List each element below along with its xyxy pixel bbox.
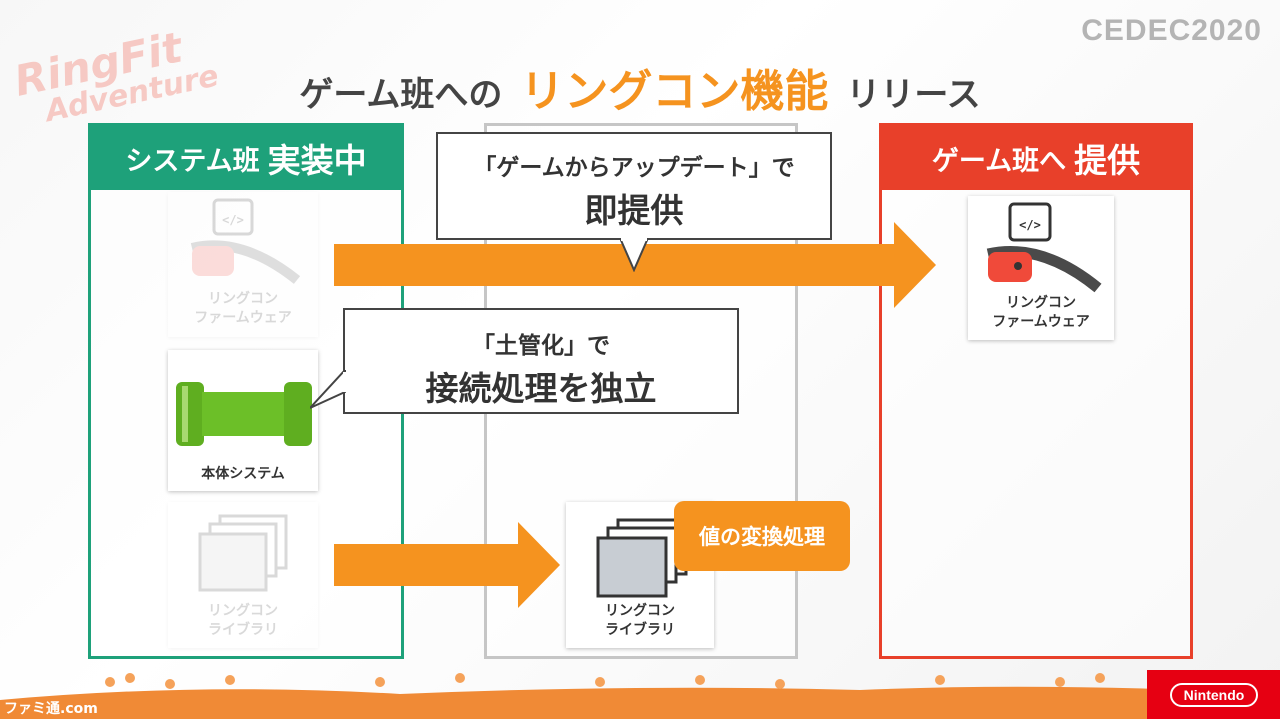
pipe-bubble-big: 接続処理を独立 bbox=[425, 369, 657, 408]
game-team-header: ゲーム班へ 提供 bbox=[882, 126, 1190, 190]
title-highlight: リングコン機能 bbox=[520, 66, 829, 117]
pipe-bubble-tail bbox=[310, 370, 346, 409]
system-team-label: システム班 bbox=[125, 145, 260, 177]
update-bubble-small: 「ゲームからアップデート」で bbox=[473, 155, 795, 181]
title-prefix: ゲーム班への bbox=[299, 75, 503, 115]
nintendo-logo: Nintendo bbox=[1170, 683, 1258, 707]
pipe-bubble: 「土管化」で 接続処理を独立 bbox=[343, 308, 739, 414]
pipe-icon bbox=[176, 382, 312, 446]
system-team-status: 実装中 bbox=[267, 141, 367, 180]
library-icon bbox=[596, 518, 688, 598]
grass-decoration bbox=[0, 673, 1280, 719]
library-mid-line1: リングコン bbox=[605, 603, 675, 619]
firmware-right-line1: リングコン bbox=[1006, 295, 1076, 311]
svg-text:</>: </> bbox=[222, 213, 244, 227]
arrow-to-library bbox=[334, 522, 560, 608]
firmware-left-line2: ファームウェア bbox=[194, 310, 292, 326]
library-left-line1: リングコン bbox=[208, 603, 278, 619]
system-team-header: システム班 実装中 bbox=[91, 126, 401, 190]
system-label: 本体システム bbox=[201, 466, 285, 482]
title-suffix: リリース bbox=[846, 75, 981, 115]
ringcon-firmware-icon: </> bbox=[190, 198, 301, 284]
svg-text:</>: </> bbox=[1019, 218, 1041, 232]
slide-title: ゲーム班へのリングコン機能リリース bbox=[0, 55, 1280, 119]
firmware-card-left: </> リングコン ファームウェア bbox=[168, 192, 318, 337]
library-left-line2: ライブラリ bbox=[208, 622, 278, 638]
update-bubble-big: 即提供 bbox=[584, 191, 684, 230]
firmware-card-right: </> リングコン ファームウェア bbox=[968, 196, 1114, 340]
ringcon-firmware-icon: </> bbox=[986, 202, 1102, 293]
library-mid-line2: ライブラリ bbox=[605, 622, 675, 638]
library-icon bbox=[198, 514, 288, 592]
game-team-status: 提供 bbox=[1074, 141, 1141, 180]
famitsu-watermark: ファミ通.com bbox=[0, 700, 102, 719]
cedec-logo: CEDEC2020 bbox=[1081, 14, 1262, 47]
update-bubble: 「ゲームからアップデート」で 即提供 bbox=[436, 132, 832, 240]
system-card: 本体システム bbox=[168, 350, 318, 491]
library-card-left: リングコン ライブラリ bbox=[168, 502, 318, 648]
conversion-tag: 値の変換処理 bbox=[674, 501, 850, 571]
firmware-right-line2: ファームウェア bbox=[992, 314, 1090, 330]
firmware-left-line1: リングコン bbox=[208, 291, 278, 307]
pipe-bubble-small: 「土管化」で bbox=[472, 333, 610, 359]
update-bubble-tail bbox=[620, 238, 650, 272]
game-team-label: ゲーム班へ bbox=[931, 145, 1067, 177]
